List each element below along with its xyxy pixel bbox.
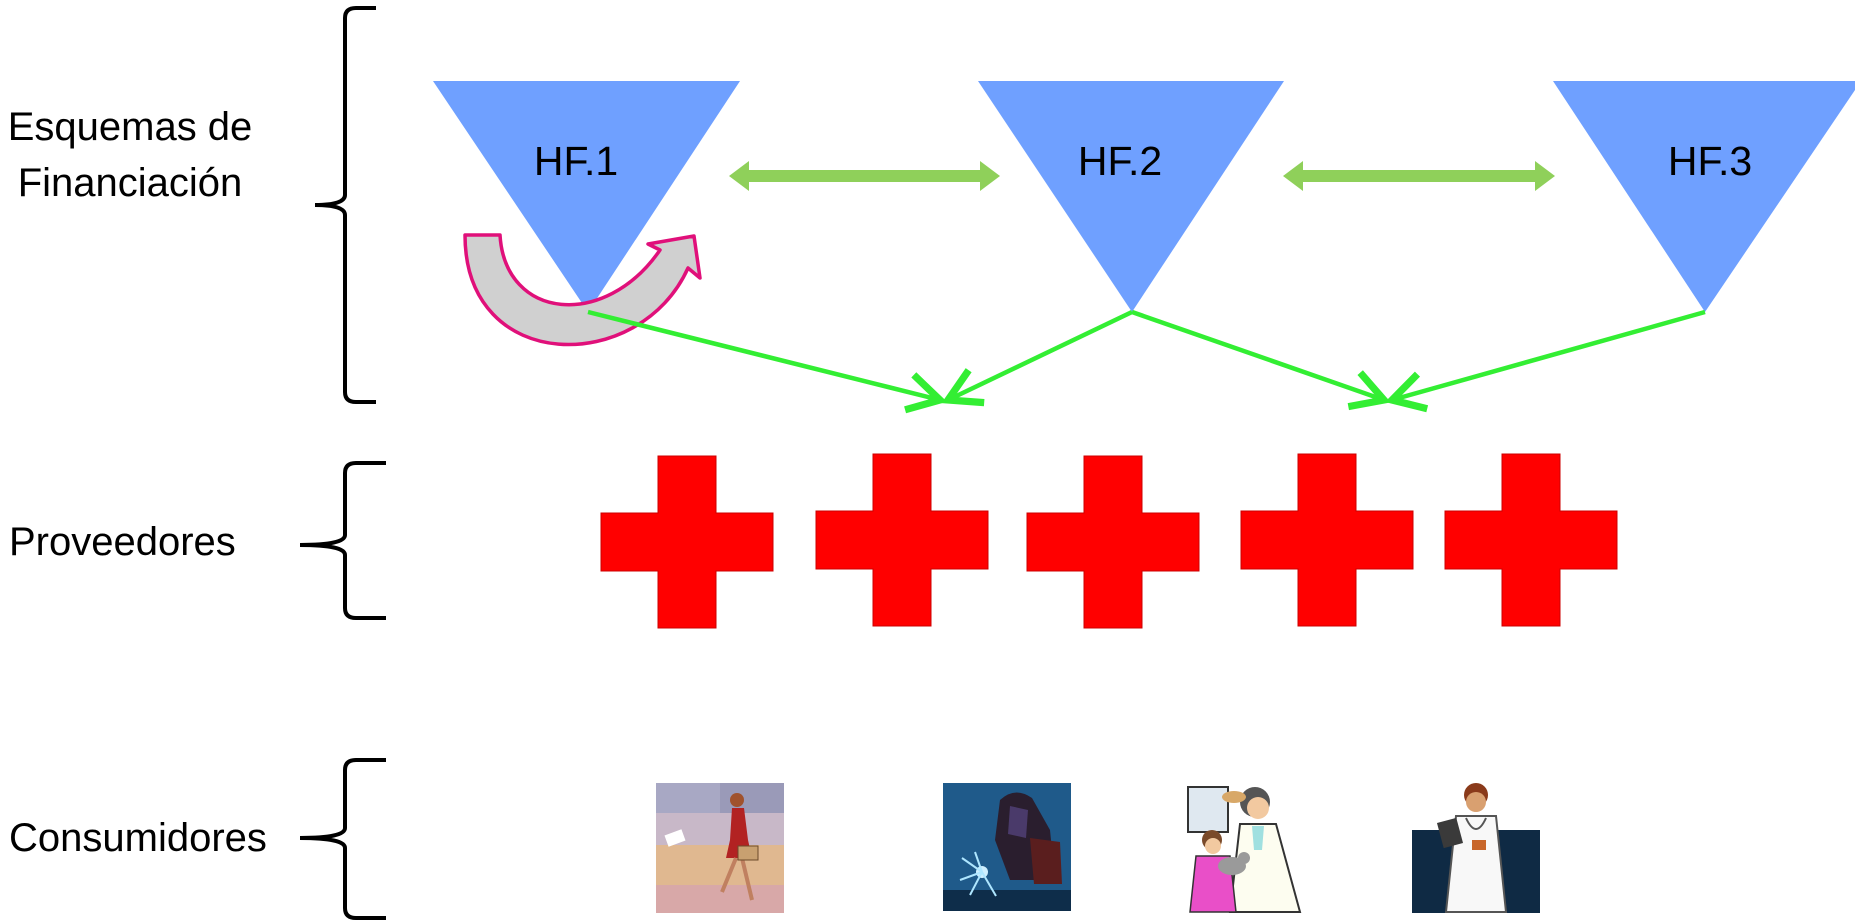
double-arrow-hf1-hf2 [729,161,1000,191]
veterinarian-icon [1187,786,1302,913]
scheme-hf2-triangle [978,81,1284,312]
flow-hf3-to-provider-b [1385,309,1706,413]
scheme-hf1-triangle [433,81,740,312]
provider-cross-2 [815,453,989,627]
financing-brace [314,6,376,404]
welder-icon [943,783,1071,911]
scheme-hf2-label: HF.2 [1078,138,1162,184]
scheme-hf3-triangle [1553,81,1855,312]
double-arrow-hf2-hf3 [1283,161,1555,191]
flow-hf2-to-provider-b [1131,309,1391,411]
providers-row [600,453,1618,629]
scheme-hf3-label: HF.3 [1668,138,1752,184]
provider-cross-4 [1240,453,1414,627]
scheme-hf2: HF.2 [978,81,1284,312]
provider-cross-5 [1444,453,1618,627]
consumers-brace [299,758,386,920]
provider-cross-3 [1026,455,1200,629]
flow-hf1-to-provider-a [587,309,948,414]
provider-cross-1 [600,455,774,629]
doctor-icon [1412,783,1540,913]
hf1-curved-arrow [463,233,702,347]
consumers-row [656,783,1540,913]
businesswoman-icon [656,783,784,913]
flow-hf2-to-provider-a [941,309,1133,407]
scheme-hf1-label: HF.1 [534,138,618,184]
providers-brace [299,461,386,620]
consumers-label-text: Consumidores [9,816,267,860]
consumers-level-label: Consumidores [9,810,267,866]
providers-level-label: Proveedores [9,514,236,570]
scheme-hf1: HF.1 [433,81,740,312]
providers-label-text: Proveedores [9,520,236,564]
scheme-hf3: HF.3 [1553,81,1855,312]
flow-arrows [587,309,1706,414]
